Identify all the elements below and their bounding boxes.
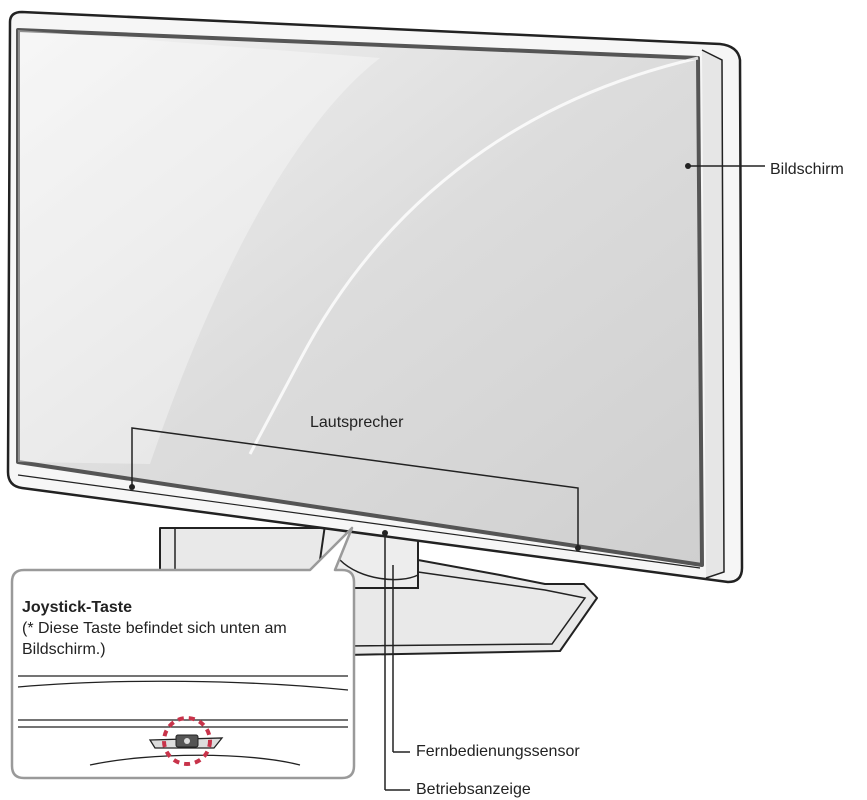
power-indicator-label: Betriebsanzeige: [416, 781, 531, 798]
sensor-leader: [382, 530, 410, 791]
callout-text: (* Diese Taste befindet sich unten am Bi…: [22, 620, 287, 658]
screen-label: Bildschirm: [770, 161, 844, 178]
callout-title: Joystick-Taste: [22, 599, 132, 616]
remote-sensor-label: Fernbedienungssensor: [416, 743, 580, 760]
screen-leader: [685, 163, 765, 169]
speaker-label: Lautsprecher: [310, 414, 404, 431]
screen-panel: [16, 28, 704, 567]
joystick-button-icon: [162, 716, 212, 766]
speaker-leader: [129, 427, 581, 551]
callout-content: Joystick-Taste (* Diese Taste befindet s…: [22, 597, 352, 660]
